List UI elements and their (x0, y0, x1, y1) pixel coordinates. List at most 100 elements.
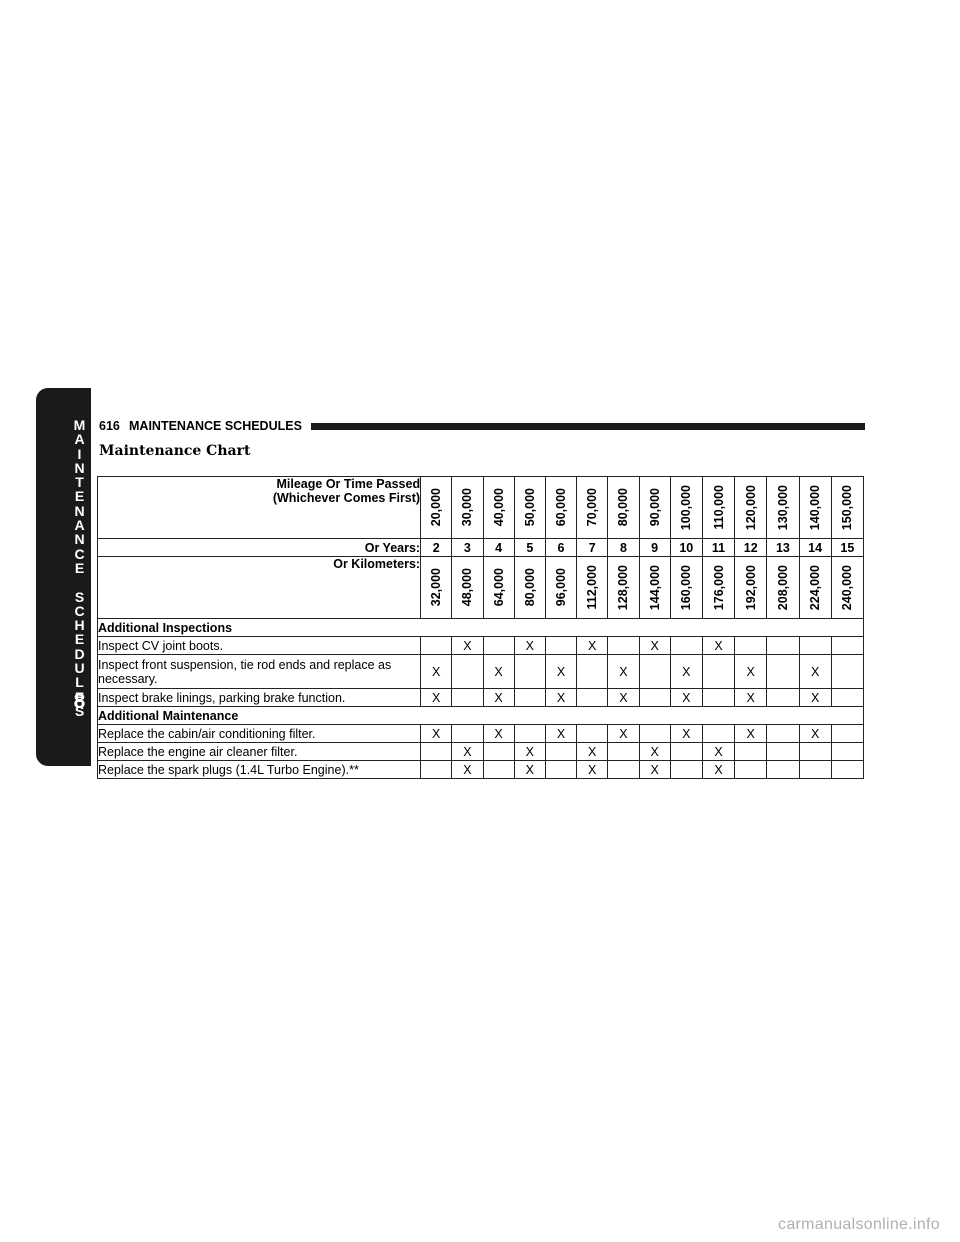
mark-cell: X (734, 724, 768, 743)
row-label: Inspect CV joint boots. (96, 636, 422, 655)
year-cell: 4 (482, 538, 515, 557)
mark-cell (513, 654, 546, 689)
mark-cell: X (669, 688, 703, 707)
mileage-cell: 120,000 (734, 476, 768, 539)
mark-cell (482, 760, 515, 779)
mark-cell (638, 688, 671, 707)
kilometers-label: Or Kilometers: (96, 556, 422, 619)
year-cell: 15 (830, 538, 865, 557)
side-tab-letter: E (74, 559, 85, 576)
side-tab-letter: H (74, 617, 85, 634)
mileage-value: 110,000 (711, 485, 726, 530)
mark-cell: X (576, 742, 609, 761)
mark-cell (513, 688, 546, 707)
mileage-cell: 50,000 (513, 476, 546, 539)
side-tab-letter: D (74, 645, 85, 662)
side-tab-letter: T (75, 474, 84, 491)
mark-cell: X (798, 654, 832, 689)
mark-cell (669, 636, 703, 655)
mark-cell (576, 654, 609, 689)
kilometer-cell: 176,000 (701, 556, 736, 619)
mark-cell (798, 742, 832, 761)
year-cell: 11 (701, 538, 736, 557)
side-tab-letter: L (75, 674, 84, 691)
year-cell: 7 (576, 538, 609, 557)
mark-cell (766, 760, 800, 779)
mark-cell: X (607, 654, 640, 689)
mark-cell (607, 636, 640, 655)
mark-cell (607, 760, 640, 779)
mark-cell (830, 688, 865, 707)
mark-cell (576, 724, 609, 743)
mark-cell (669, 760, 703, 779)
mark-cell (766, 688, 800, 707)
mark-cell: X (513, 742, 546, 761)
mark-cell: X (451, 636, 484, 655)
side-tab-letter: E (74, 631, 85, 648)
side-tab-letter: A (74, 517, 85, 534)
mileage-value: 90,000 (647, 488, 662, 527)
mileage-cell: 130,000 (766, 476, 800, 539)
mileage-cell: 20,000 (420, 476, 453, 539)
mark-cell (830, 724, 865, 743)
row-label: Replace the engine air cleaner filter. (96, 742, 422, 761)
kilometer-cell: 128,000 (607, 556, 640, 619)
mark-cell (830, 654, 865, 689)
side-tab-letter: M (73, 417, 86, 433)
side-tab-letter: N (74, 531, 85, 548)
mileage-label-line: Mileage Or Time Passed (276, 477, 421, 491)
mark-cell: X (451, 760, 484, 779)
mark-cell (451, 654, 484, 689)
kilometer-value: 112,000 (585, 565, 600, 610)
mark-cell: X (638, 636, 671, 655)
mark-cell (544, 636, 578, 655)
mark-cell: X (576, 636, 609, 655)
kilometer-cell: 160,000 (669, 556, 703, 619)
mark-cell (766, 654, 800, 689)
mark-cell (576, 688, 609, 707)
mileage-cell: 150,000 (830, 476, 865, 539)
mark-cell: X (701, 636, 736, 655)
side-tab-letter: E (74, 488, 85, 505)
kilometer-value: 240,000 (840, 564, 855, 611)
side-tab-letter: I (77, 445, 82, 462)
year-cell: 9 (638, 538, 671, 557)
mileage-value: 130,000 (775, 484, 790, 531)
mark-cell (734, 636, 768, 655)
kilometer-value: 64,000 (491, 568, 506, 607)
mark-cell (734, 742, 768, 761)
kilometer-cell: 144,000 (638, 556, 671, 619)
mark-cell (638, 654, 671, 689)
mark-cell: X (420, 688, 453, 707)
chapter-number: 8 (73, 690, 86, 713)
section-header-row: Additional Maintenance (97, 706, 864, 725)
mileage-cell: 90,000 (638, 476, 671, 539)
mark-cell (482, 742, 515, 761)
mark-cell (451, 688, 484, 707)
mileage-label-line: (Whichever Comes First) (272, 491, 421, 505)
side-tab-letter: S (74, 588, 85, 605)
kilometer-cell: 32,000 (420, 556, 453, 619)
page-header: 616 MAINTENANCE SCHEDULES (99, 419, 865, 433)
kilometer-value: 80,000 (522, 568, 537, 607)
mark-cell (420, 742, 453, 761)
mark-cell (798, 760, 832, 779)
side-tab-letter: N (74, 502, 85, 519)
section-header-row: Additional Inspections (97, 618, 864, 637)
kilometer-cell: 80,000 (513, 556, 546, 619)
mark-cell: X (513, 760, 546, 779)
mileage-value: 50,000 (522, 488, 537, 527)
mileage-cell: 140,000 (798, 476, 832, 539)
year-cell: 10 (669, 538, 703, 557)
mileage-label: Mileage Or Time Passed(Whichever Comes F… (96, 476, 422, 539)
mark-cell: X (669, 724, 703, 743)
mileage-cell: 30,000 (451, 476, 484, 539)
year-cell: 5 (513, 538, 546, 557)
mileage-value: 30,000 (460, 488, 475, 527)
kilometer-value: 32,000 (429, 568, 444, 607)
